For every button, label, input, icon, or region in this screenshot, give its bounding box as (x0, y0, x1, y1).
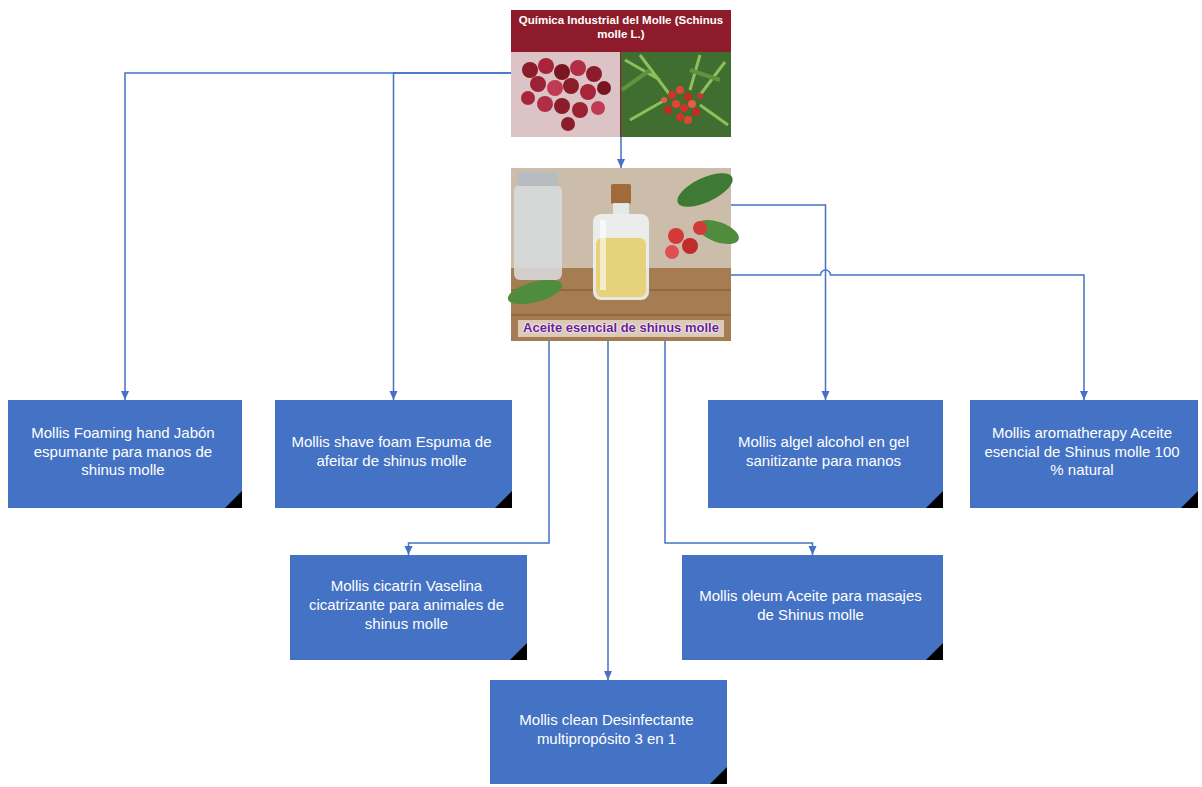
product-label: Mollis algel alcohol en gel sanitizante … (718, 433, 929, 471)
product-box: Mollis aromatherapy Aceite esencial de S… (970, 400, 1198, 508)
product-box: Mollis cicatrín Vaselina cicatrizante pa… (290, 555, 527, 660)
product-label: Mollis shave foam Espuma de afeitar de s… (285, 433, 498, 471)
product-box: Mollis algel alcohol en gel sanitizante … (708, 400, 943, 508)
box-text-holder: Mollis oleum Aceite para masajes de Shin… (692, 587, 929, 625)
box-text-holder: Mollis algel alcohol en gel sanitizante … (718, 433, 929, 471)
connector-arrow (394, 73, 512, 400)
product-label: Mollis cicatrín Vaselina cicatrizante pa… (300, 577, 513, 633)
header-band (511, 10, 731, 137)
product-box: Mollis Foaming hand Jabón espumante para… (8, 400, 242, 508)
product-label: Mollis Foaming hand Jabón espumante para… (18, 424, 228, 480)
connector-arrow (731, 205, 826, 400)
product-label: Mollis clean Desinfectante multipropósit… (500, 711, 713, 749)
essential-oil-photo (505, 166, 742, 341)
product-label: Mollis oleum Aceite para masajes de Shin… (692, 587, 929, 625)
box-text-holder: Mollis Foaming hand Jabón espumante para… (18, 424, 228, 480)
corner-mark (926, 491, 943, 508)
box-text-holder: Mollis shave foam Espuma de afeitar de s… (285, 433, 498, 471)
corner-mark (225, 491, 242, 508)
header-title: Química Industrial del Molle (Schinus mo… (511, 10, 731, 46)
connector-arrow (620, 137, 622, 168)
corner-mark (926, 643, 943, 660)
berries-photo (511, 52, 620, 137)
connector-arrow (607, 341, 609, 680)
company-header: Química Industrial del Molle (Schinus mo… (511, 10, 731, 137)
box-text-holder: Mollis aromatherapy Aceite esencial de S… (980, 424, 1184, 480)
photo-caption: Aceite esencial de shinus molle (518, 320, 724, 337)
product-box: Mollis shave foam Espuma de afeitar de s… (275, 400, 512, 508)
corner-mark (1181, 491, 1198, 508)
connector-arrow (731, 270, 1084, 400)
corner-mark (510, 643, 527, 660)
box-text-holder: Mollis clean Desinfectante multipropósit… (500, 711, 713, 749)
corner-mark (710, 767, 727, 784)
connector-arrow (125, 73, 511, 400)
product-box: Mollis clean Desinfectante multipropósit… (490, 680, 727, 784)
product-box: Mollis oleum Aceite para masajes de Shin… (682, 555, 943, 660)
corner-mark (495, 491, 512, 508)
product-label: Mollis aromatherapy Aceite esencial de S… (980, 424, 1184, 480)
tree-photo (621, 52, 731, 137)
box-text-holder: Mollis cicatrín Vaselina cicatrizante pa… (300, 577, 513, 633)
essential-oil-node: Aceite esencial de shinus molle (511, 168, 731, 341)
